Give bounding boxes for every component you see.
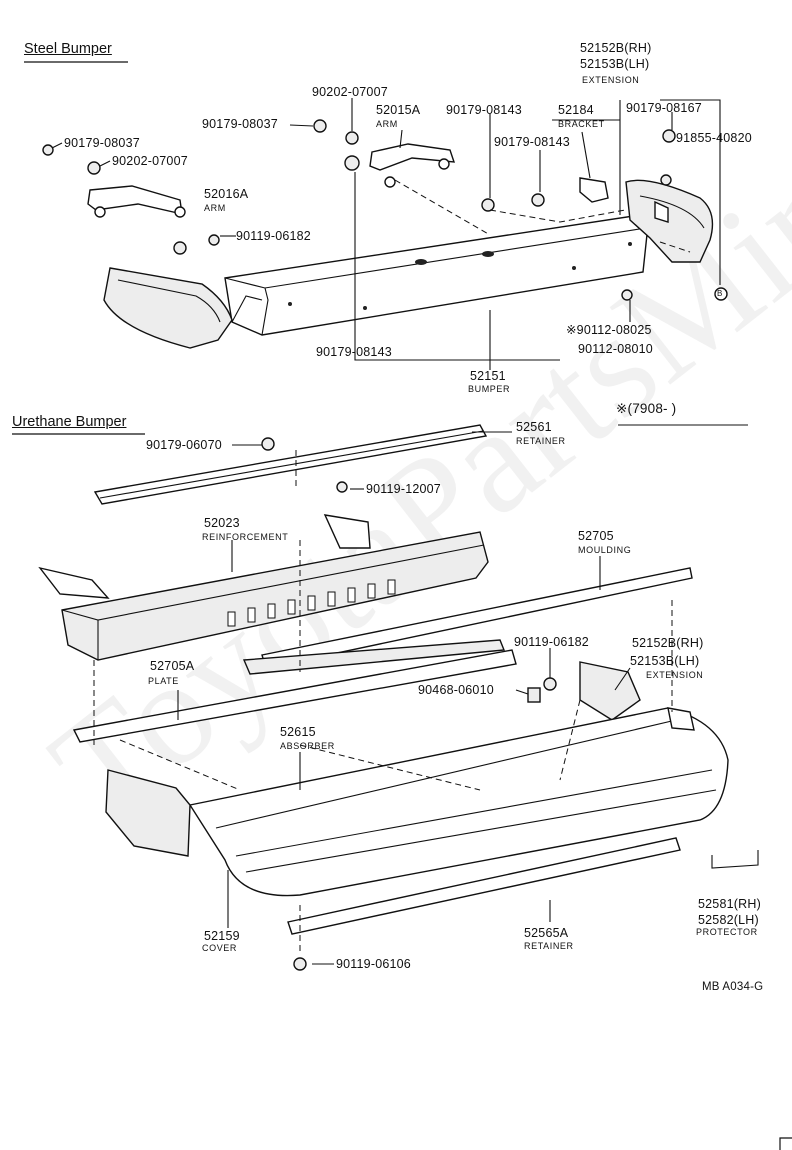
label-90112-08010: 90112-08010: [578, 342, 653, 356]
label-arm-2: ARM: [204, 203, 226, 213]
label-cover: COVER: [202, 943, 238, 953]
label-extension-steel: EXTENSION: [582, 75, 640, 85]
label-52015a: 52015A: [376, 103, 421, 117]
label-bracket: BRACKET: [558, 119, 605, 129]
label-absorber: ABSORBER: [280, 741, 335, 751]
urethane-fasteners: [261, 437, 557, 971]
protector-part: [711, 850, 759, 869]
label-90202-07007-top: 90202-07007: [312, 85, 388, 99]
urethane-leaders: [177, 431, 631, 965]
steel-leaders: [51, 98, 728, 370]
label-90119-12007: 90119-12007: [366, 482, 441, 496]
urethane-absorber-strip: [242, 639, 505, 675]
steel-left-end-cap: [103, 267, 233, 349]
urethane-upper-retainer: [93, 424, 488, 505]
label-arm-1: ARM: [376, 119, 398, 129]
label-91855-40820: 91855-40820: [676, 131, 752, 145]
label-90468-06010: 90468-06010: [418, 683, 494, 697]
label-90179-08143-c: 90179-08143: [316, 345, 392, 359]
circle-b-marker: [714, 287, 728, 301]
label-bumper: BUMPER: [468, 384, 511, 394]
label-reinforcement: REINFORCEMENT: [202, 532, 289, 542]
label-circle-b: B: [717, 289, 723, 298]
label-90179-08143-b: 90179-08143: [494, 135, 570, 149]
urethane-right-extension: [579, 661, 641, 721]
label-90179-08167: 90179-08167: [626, 101, 702, 115]
label-90119-06182-urethane: 90119-06182: [514, 635, 589, 649]
label-52023: 52023: [204, 516, 240, 530]
label-moulding: MOULDING: [578, 545, 632, 555]
steel-dashed-guides: [394, 179, 691, 253]
label-52153b-lh-urethane: 52153B(LH): [630, 654, 700, 668]
label-52561: 52561: [516, 420, 552, 434]
note-serial: ※(7908- ): [616, 401, 677, 416]
label-52705: 52705: [578, 529, 614, 543]
label-52016a: 52016A: [204, 187, 249, 201]
label-52184: 52184: [558, 103, 594, 117]
label-90179-06070: 90179-06070: [146, 438, 222, 452]
label-90202-07007-left: 90202-07007: [112, 154, 188, 168]
urethane-reinforcement: [38, 514, 489, 661]
urethane-lower-retainer: [287, 837, 681, 935]
corner-mark: [779, 1137, 792, 1150]
steel-arm-right: [369, 143, 456, 188]
urethane-section-title: Urethane Bumper: [12, 414, 127, 430]
label-90179-08037-b: 90179-08037: [202, 117, 278, 131]
steel-section-title: Steel Bumper: [24, 41, 112, 57]
label-52705a: 52705A: [150, 659, 195, 673]
label-52152b-rh: 52152B(RH): [580, 41, 652, 55]
steel-right-extension: [625, 179, 714, 263]
label-52582-lh: 52582(LH): [698, 913, 759, 927]
label-90112-08025: ※90112-08025: [566, 323, 652, 337]
steel-bracket: [579, 177, 609, 203]
label-plate: PLATE: [148, 676, 179, 686]
label-90179-08143-a: 90179-08143: [446, 103, 522, 117]
steel-arm-left: [87, 185, 186, 218]
diagram-code: MB A034-G: [702, 981, 764, 993]
label-retainer-1: RETAINER: [516, 436, 566, 446]
label-52581-rh: 52581(RH): [698, 897, 761, 911]
label-52153b-lh: 52153B(LH): [580, 57, 650, 71]
label-52152b-rh-urethane: 52152B(RH): [632, 636, 704, 650]
label-extension-urethane: EXTENSION: [646, 670, 704, 680]
urethane-plate: [72, 649, 517, 743]
label-52615: 52615: [280, 725, 316, 739]
label-52151: 52151: [470, 369, 506, 383]
urethane-dashed-guides: [93, 450, 673, 955]
label-retainer-2: RETAINER: [524, 941, 574, 951]
label-protector: PROTECTOR: [696, 927, 758, 937]
label-90119-06182-steel: 90119-06182: [236, 229, 311, 243]
label-52565a: 52565A: [524, 926, 569, 940]
steel-fasteners: [42, 119, 676, 301]
label-90119-06106: 90119-06106: [336, 957, 411, 971]
urethane-bumper-cover: [105, 707, 729, 897]
label-52159: 52159: [204, 929, 240, 943]
label-90179-08037-a: 90179-08037: [64, 136, 140, 150]
